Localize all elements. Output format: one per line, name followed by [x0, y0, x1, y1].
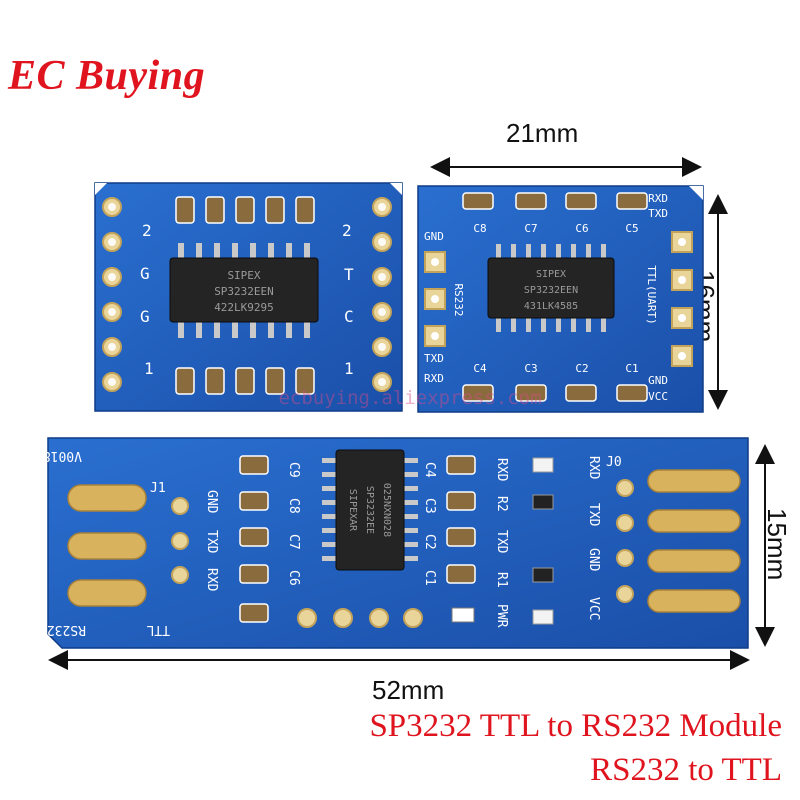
dimension-width-top: 21mm [506, 118, 579, 148]
left-silk-label-6: 1 [344, 359, 354, 378]
right-cap-label-1: C8 [473, 222, 486, 235]
left-silk-label-7: T [344, 265, 354, 284]
left-chip-text-3: 422LK9295 [214, 301, 274, 314]
bottom-left-pin-rxd: RXD [204, 568, 219, 592]
bottom-right-pin-gnd: GND [586, 548, 601, 572]
caption-line-2: RS232 to TTL [590, 752, 782, 788]
bottom-cap-c9: C9 [286, 462, 301, 478]
bottom-cap-c1: C1 [422, 570, 437, 586]
right-board-rs232-label: RS232 [452, 283, 465, 316]
bottom-mid-label-r2: R2 [494, 496, 509, 512]
bottom-cap-c2: C2 [422, 534, 437, 550]
bottom-cap-c6: C6 [286, 570, 301, 586]
right-chip-text-3: 431LK4585 [524, 301, 578, 312]
bottom-chip-text-2: SP3232EE [364, 486, 375, 534]
bottom-board-j1: J1 [150, 481, 166, 496]
right-board-txd-label: TXD [424, 352, 444, 365]
right-board-rxd-pin-label: RXD [648, 192, 668, 205]
right-board-vcc-label: VCC [648, 390, 668, 403]
left-silk-label-2: 2 [342, 221, 352, 240]
right-cap-label-7: C2 [575, 362, 588, 375]
right-cap-label-3: C6 [575, 222, 588, 235]
bottom-cap-c7: C7 [286, 534, 301, 550]
right-chip-text-1: SIPEX [536, 269, 566, 280]
bottom-mid-label-txd: TXD [494, 530, 509, 554]
bottom-board-code: V0018 [43, 448, 82, 463]
left-silk-label-3: G [140, 264, 150, 283]
board-left: SIPEX SP3232EEN 422LK9295 2 2 G G 1 1 T … [94, 182, 403, 412]
bottom-board-j0: J0 [606, 455, 622, 470]
watermark: ecbuying.aliexpress.com [278, 387, 541, 409]
bottom-left-pin-txd: TXD [204, 530, 219, 554]
bottom-board-ttl-label: TTL [146, 622, 170, 637]
board-bottom: SIPEXAR SP3232EE 025NXN028 V0018 J1 J0 R… [43, 437, 749, 649]
left-silk-label-4: G [140, 307, 150, 326]
bottom-cap-c8: C8 [286, 498, 301, 514]
bottom-mid-label-pwr: PWR [494, 604, 509, 628]
left-silk-label-8: C [344, 307, 354, 326]
dimension-width-bottom: 52mm [372, 675, 445, 705]
bottom-chip-text-3: 025NXN028 [381, 483, 392, 537]
right-board-txd-pin-label: TXD [648, 207, 668, 220]
right-chip-text-2: SP3232EEN [524, 285, 578, 296]
left-silk-label-1: 2 [142, 221, 152, 240]
bottom-board-rs232-label: RS232 [47, 622, 86, 637]
left-chip-text-2: SP3232EEN [214, 285, 274, 298]
right-board-rxd-label: RXD [424, 372, 444, 385]
bottom-right-pin-txd: TXD [586, 503, 601, 527]
right-board-ttl-label: TTL(UART) [645, 265, 658, 325]
bottom-mid-label-r1: R1 [494, 572, 509, 588]
right-board-gnd-pin-label: GND [648, 374, 668, 387]
bottom-cap-c4: C4 [422, 462, 437, 478]
bottom-right-pin-rxd: RXD [586, 456, 601, 480]
bottom-left-pin-gnd: GND [204, 490, 219, 514]
bottom-right-pin-vcc: VCC [586, 597, 601, 620]
caption-line-1: SP3232 TTL to RS232 Module [369, 708, 782, 744]
bottom-chip-text-1: SIPEXAR [347, 489, 358, 532]
right-cap-label-8: C1 [625, 362, 638, 375]
bottom-cap-c3: C3 [422, 498, 437, 514]
right-cap-label-4: C5 [625, 222, 638, 235]
right-cap-label-2: C7 [524, 222, 537, 235]
left-silk-label-5: 1 [144, 359, 154, 378]
right-cap-label-6: C3 [524, 362, 537, 375]
brand-logo: EC Buying [8, 53, 206, 99]
left-chip-text-1: SIPEX [227, 269, 260, 282]
board-right: C8 C7 C6 C5 C4 C3 C2 C1 SIPEX SP3232EEN … [417, 185, 704, 413]
bottom-mid-label-rxd: RXD [494, 458, 509, 482]
right-board-gnd-label: GND [424, 230, 444, 243]
right-cap-label-5: C4 [473, 362, 487, 375]
